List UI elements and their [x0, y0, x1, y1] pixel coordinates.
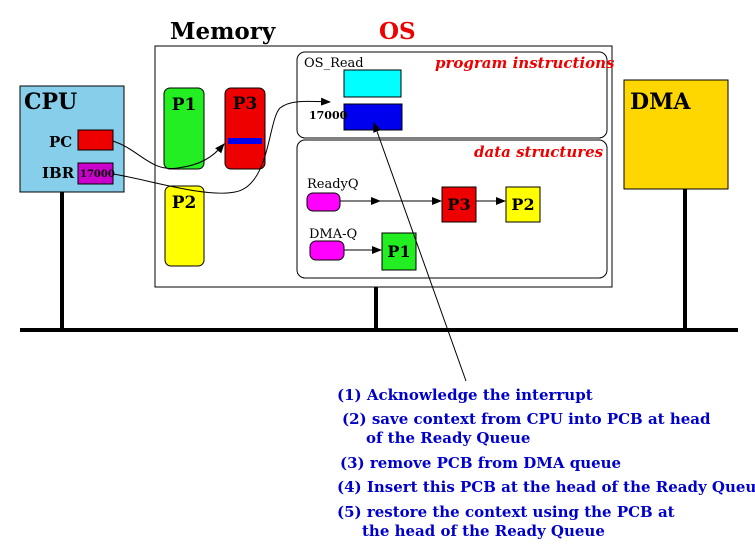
- readyq-head: [306, 192, 341, 212]
- process-p3: [224, 87, 266, 170]
- process-p1-label: P1: [172, 95, 197, 115]
- dmaq-p1-pcb: [381, 232, 417, 271]
- memory-title: Memory: [170, 18, 276, 45]
- step-5: (5) restore the context using the PCB at: [337, 503, 675, 521]
- process-p2: [164, 185, 205, 267]
- ibr-value: 17000: [80, 169, 115, 180]
- ibr-label: IBR: [42, 164, 75, 182]
- step-4: (4) Insert this PCB at the head of the R…: [337, 478, 755, 496]
- dmaq-head: [309, 240, 345, 261]
- os-read-label: OS_Read: [304, 56, 364, 71]
- steps-callout-line: [373, 122, 467, 382]
- readyq-label: ReadyQ: [307, 177, 359, 192]
- dmaq-p1-label: P1: [387, 242, 410, 261]
- readyq-p2-pcb: [505, 186, 541, 223]
- process-p1: [163, 87, 205, 170]
- process-p2-label: P2: [172, 193, 197, 213]
- step-2: (2) save context from CPU into PCB at he…: [342, 410, 711, 428]
- readyq-p3-label: P3: [447, 195, 470, 214]
- process-p3-instruction: [228, 138, 262, 144]
- readyq-p2-label: P2: [511, 195, 534, 214]
- ibr-register: [77, 162, 114, 185]
- os-read-address: 17000: [309, 109, 348, 122]
- os-title: OS: [379, 18, 416, 45]
- step-2-continued: of the Ready Queue: [366, 429, 530, 447]
- ibr-to-os-read-pointer: [112, 97, 331, 194]
- dma-label: DMA: [630, 89, 691, 115]
- pc-to-p3-pointer: [112, 140, 225, 169]
- process-p3-label: P3: [233, 94, 258, 114]
- data-structures-label: data structures: [474, 143, 604, 161]
- step-5-continued: the head of the Ready Queue: [362, 522, 605, 540]
- program-instructions-label: program instructions: [435, 54, 615, 72]
- dma-box: [623, 79, 729, 190]
- pc-label: PC: [49, 133, 72, 151]
- os-read-instruction-cyan: [343, 69, 402, 98]
- dmaq-label: DMA-Q: [309, 227, 357, 242]
- step-3: (3) remove PCB from DMA queue: [340, 454, 621, 472]
- os-read-instruction-blue: [343, 103, 403, 131]
- readyq-p3-pcb: [441, 186, 477, 223]
- cpu-label: CPU: [24, 89, 77, 115]
- pc-register: [77, 129, 114, 151]
- step-1: (1) Acknowledge the interrupt: [337, 386, 593, 404]
